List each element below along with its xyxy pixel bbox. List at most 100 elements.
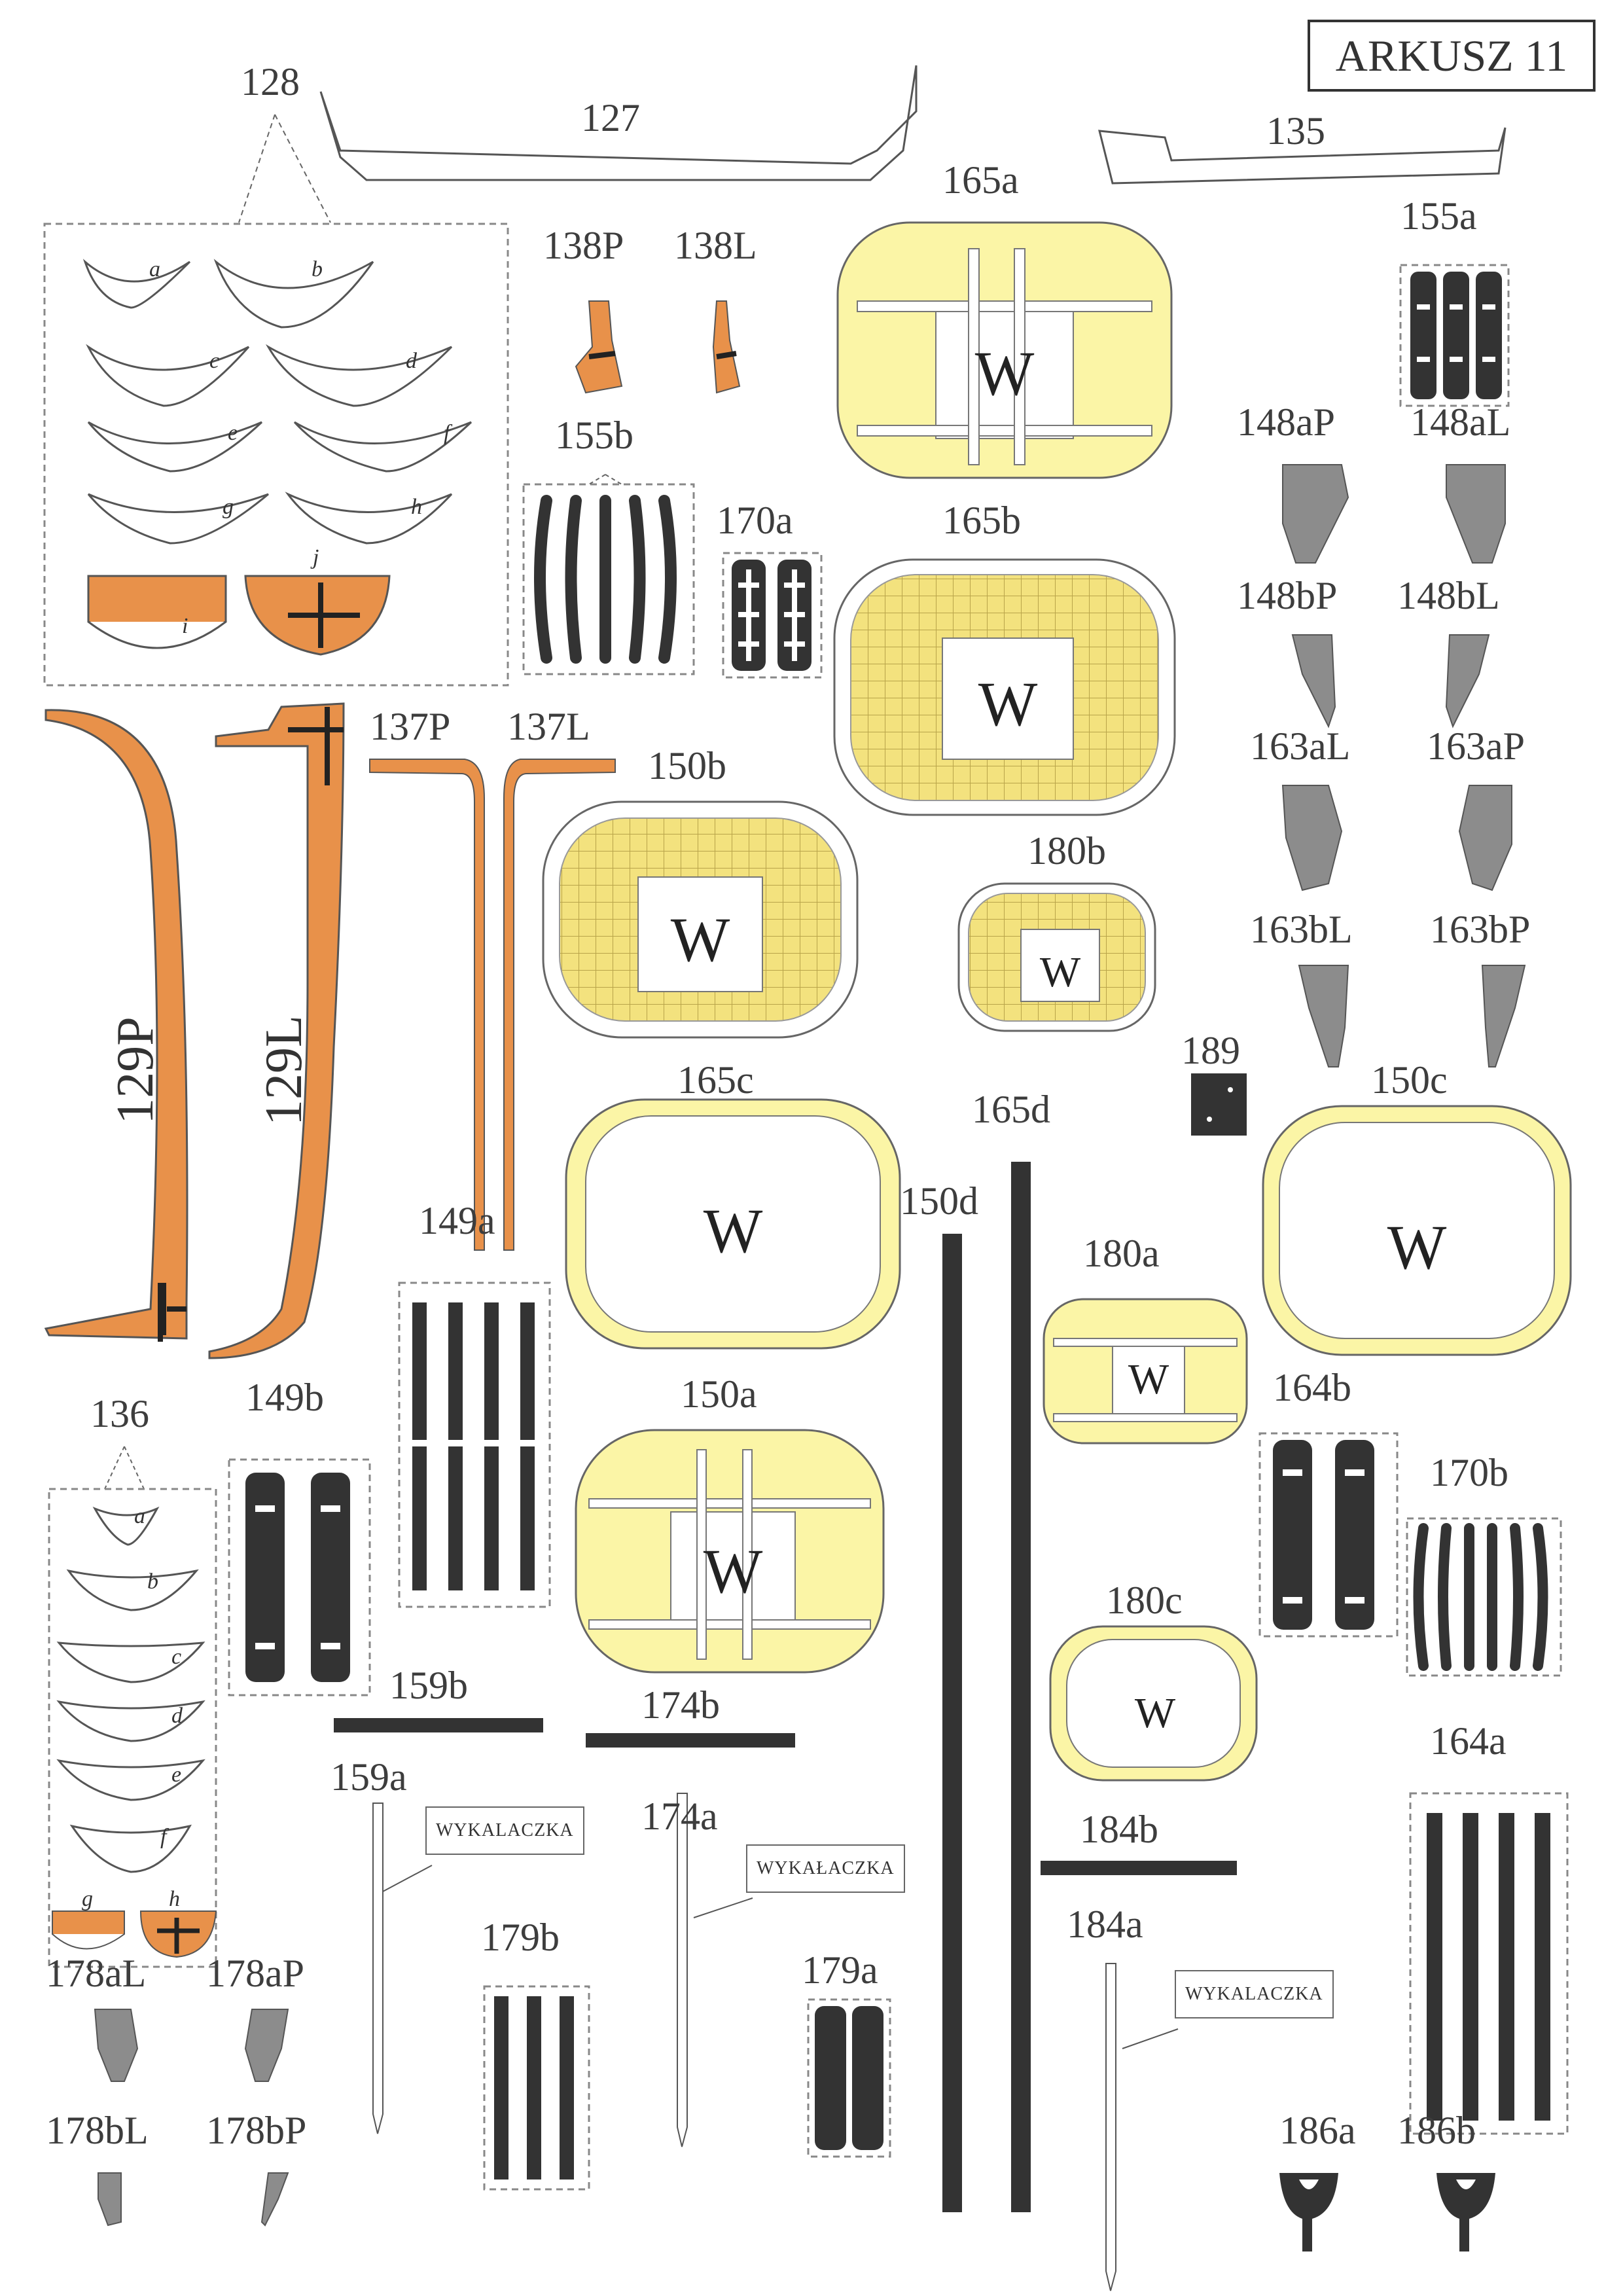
label-178aP: 178aP — [206, 1952, 304, 1995]
label-159a: 159a — [330, 1755, 407, 1799]
label-179a: 179a — [802, 1948, 878, 1992]
label-148aP: 148aP — [1237, 401, 1335, 444]
letter-136-h: h — [169, 1887, 180, 1911]
letter-136-b: b — [147, 1570, 158, 1594]
part-138L — [712, 300, 741, 394]
label-174b: 174b — [641, 1683, 720, 1727]
letter-128-b: b — [312, 257, 323, 281]
label-186a: 186a — [1279, 2109, 1356, 2152]
label-148aL: 148aL — [1410, 401, 1511, 444]
part-149b-frame — [228, 1458, 371, 1696]
part-136-frame — [48, 1488, 217, 1968]
label-178bP: 178bP — [206, 2109, 307, 2152]
part-159a — [372, 1803, 383, 2134]
part-184a — [1105, 1963, 1116, 2291]
letter-128-d: d — [406, 349, 417, 373]
part-137L — [503, 759, 616, 1251]
window-mark-180a: W — [1128, 1355, 1169, 1403]
part-127 — [319, 65, 918, 181]
letter-128-c: c — [209, 349, 220, 373]
label-129P: 129P — [106, 1016, 164, 1124]
letter-136-g: g — [82, 1887, 93, 1911]
label-163aL: 163aL — [1250, 725, 1351, 768]
part-170a-frame — [722, 552, 823, 679]
label-149b: 149b — [245, 1376, 324, 1419]
part-179b-frame — [483, 1985, 590, 2191]
label-189: 189 — [1181, 1029, 1240, 1072]
letter-128-f: f — [444, 421, 450, 445]
part-128-leader — [238, 114, 331, 223]
part-150d — [942, 1234, 962, 2212]
label-150a: 150a — [681, 1372, 757, 1416]
part-165d — [1011, 1162, 1031, 2212]
window-mark-165b: W — [978, 669, 1038, 739]
label-164b: 164b — [1273, 1366, 1351, 1409]
label-127: 127 — [581, 96, 640, 139]
label-137L: 137L — [507, 705, 590, 748]
label-155b: 155b — [555, 414, 633, 457]
part-128-frame — [43, 223, 509, 687]
label-163aP: 163aP — [1427, 725, 1525, 768]
label-165b: 165b — [942, 499, 1021, 542]
window-mark-180c: W — [1134, 1689, 1176, 1737]
letter-128-e: e — [228, 421, 238, 445]
part-155b-frame — [522, 483, 695, 675]
label-178bL: 178bL — [46, 2109, 149, 2152]
label-164a: 164a — [1430, 1719, 1507, 1763]
toothpick-note-174a: WYKAŁACZKA — [746, 1844, 905, 1893]
letter-136-f: f — [160, 1825, 167, 1849]
window-mark-150a: W — [703, 1536, 763, 1606]
window-mark-150b: W — [670, 905, 730, 975]
label-138L: 138L — [674, 224, 757, 267]
toothpick-note-184a: WYKALACZKA — [1175, 1970, 1334, 2018]
label-150c: 150c — [1371, 1058, 1448, 1102]
label-165c: 165c — [677, 1058, 754, 1102]
part-129L — [208, 702, 345, 1359]
window-mark-180b: W — [1039, 948, 1081, 996]
part-186a — [1279, 2173, 1338, 2251]
label-165a: 165a — [942, 158, 1019, 202]
label-155a: 155a — [1400, 194, 1477, 238]
label-180b: 180b — [1027, 829, 1106, 872]
label-137P: 137P — [370, 705, 451, 748]
label-170b: 170b — [1430, 1451, 1508, 1494]
letter-136-a: a — [134, 1504, 145, 1528]
part-128-ribs — [82, 259, 473, 545]
label-170a: 170a — [717, 499, 793, 542]
label-163bL: 163bL — [1250, 908, 1353, 951]
label-180c: 180c — [1106, 1579, 1183, 1622]
letter-128-a: a — [149, 257, 160, 281]
label-163bP: 163bP — [1430, 908, 1531, 951]
part-155b — [534, 495, 677, 664]
label-148bL: 148bL — [1397, 574, 1500, 617]
part-155a-frame — [1399, 264, 1510, 407]
part-149a-frame — [398, 1282, 551, 1608]
part-137P — [369, 759, 485, 1251]
part-184b — [1041, 1861, 1237, 1875]
label-148bP: 148bP — [1237, 574, 1338, 617]
letter-136-c: c — [171, 1645, 182, 1669]
part-186b — [1436, 2173, 1495, 2251]
part-174a — [677, 1793, 688, 2147]
label-165d: 165d — [972, 1088, 1050, 1131]
letter-128-j: j — [313, 545, 319, 569]
grey-fittings — [94, 464, 1526, 2227]
part-164b-frame — [1258, 1432, 1399, 1638]
label-136: 136 — [90, 1392, 149, 1435]
label-159b: 159b — [389, 1664, 468, 1707]
label-135: 135 — [1266, 109, 1325, 152]
letter-136-e: e — [171, 1763, 182, 1787]
window-mark-165c: W — [703, 1196, 763, 1266]
label-174a: 174a — [641, 1795, 718, 1838]
letter-128-h: h — [411, 495, 422, 519]
label-184a: 184a — [1067, 1903, 1143, 1946]
part-164a-frame — [1409, 1792, 1569, 2135]
letter-128-i: i — [182, 614, 188, 638]
part-138P — [575, 300, 623, 394]
label-129L: 129L — [255, 1015, 313, 1126]
label-138P: 138P — [543, 224, 624, 267]
label-186b: 186b — [1397, 2109, 1476, 2152]
label-150d: 150d — [900, 1179, 978, 1223]
label-128: 128 — [241, 60, 300, 103]
